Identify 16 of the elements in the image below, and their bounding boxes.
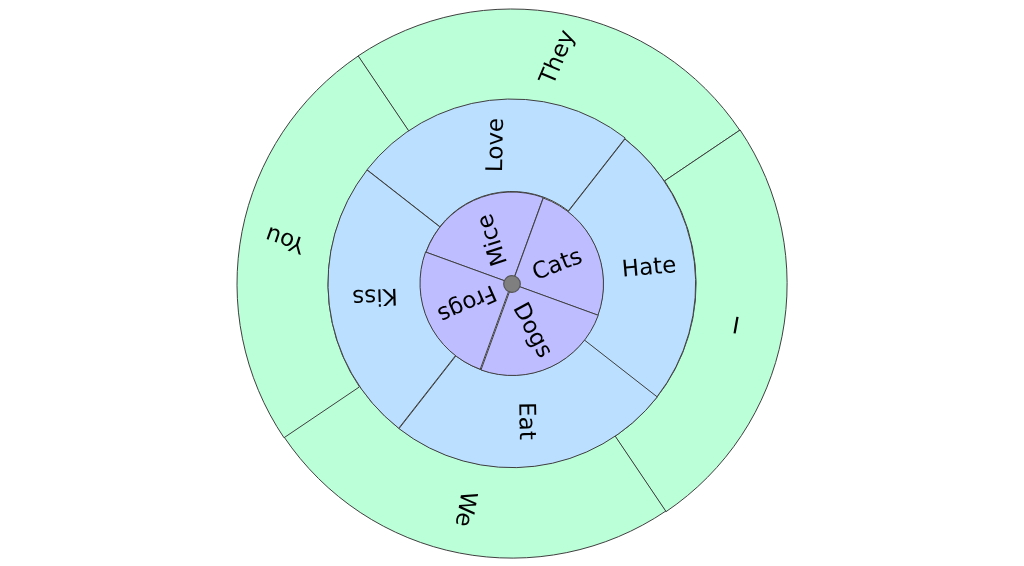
segment-label: Kiss	[351, 284, 399, 310]
segment-label: They	[535, 26, 579, 88]
segment-label: Eat	[515, 401, 539, 440]
outer-ring-segment	[284, 386, 666, 559]
segment-label: Dogs	[509, 298, 557, 362]
segment-label: We	[451, 489, 481, 529]
segment-label: I	[730, 314, 742, 338]
segment-label: Cats	[529, 244, 585, 284]
outer-ring-segment	[614, 129, 787, 512]
segment-label: Mice	[472, 211, 512, 269]
segment-label: Love	[483, 117, 507, 173]
segment-label: Hate	[620, 253, 678, 281]
outer-ring-segment	[237, 55, 410, 438]
segment-label: Frogs	[434, 281, 500, 327]
segment-label: You	[262, 222, 308, 258]
outer-ring-segment	[358, 8, 740, 181]
